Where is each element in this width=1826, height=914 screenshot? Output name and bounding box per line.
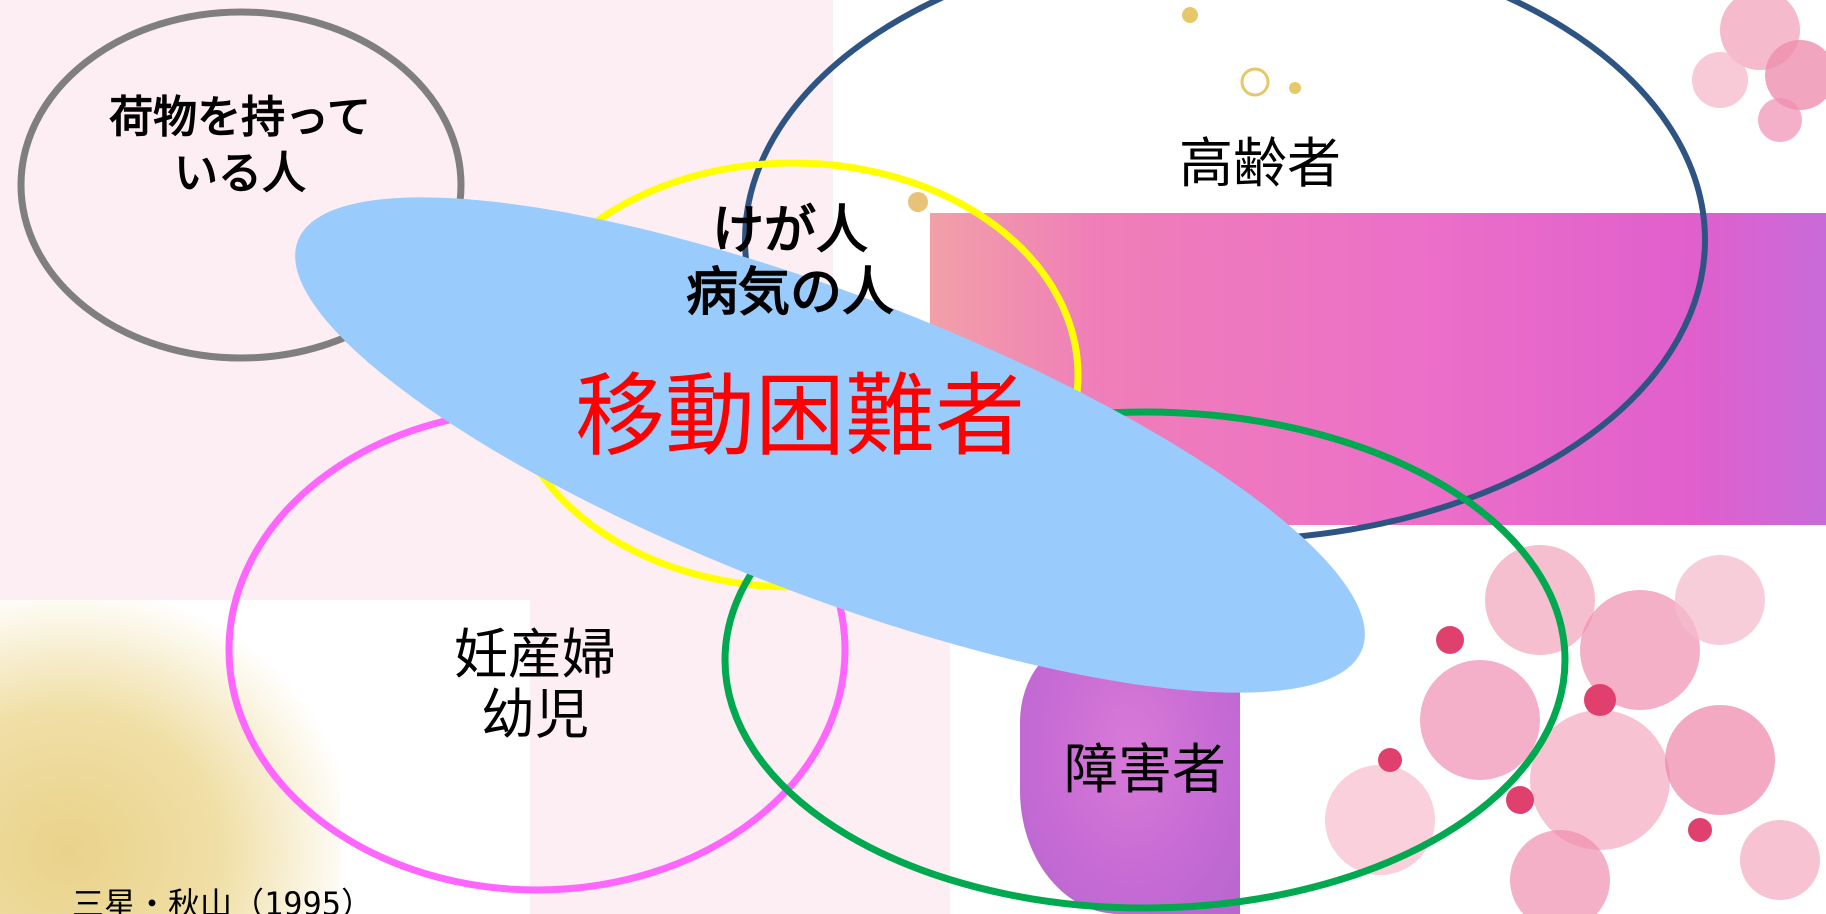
flower-decoration-bottom-right: [1325, 545, 1820, 914]
flower-decoration-top-right: [1692, 0, 1826, 142]
luggage-label: 荷物を持って いる人: [109, 92, 371, 199]
center-ellipse: [295, 197, 1365, 693]
center-label: 移動困難者: [575, 364, 1025, 469]
citation-text: 三星・秋山（1995）: [72, 885, 374, 914]
gold-splatter-decoration: [908, 7, 1301, 212]
background-pink-lower-panel: [530, 600, 950, 914]
background-gold-glitter: [0, 600, 340, 914]
background-white-panel: [833, 0, 1826, 213]
injured-label: けが人 病気の人: [685, 201, 894, 323]
luggage-circle: [17, 8, 465, 362]
pregnant-label: 妊産婦 幼児: [454, 623, 616, 746]
disabled-circle: [721, 408, 1569, 912]
disabled-label: 障害者: [1064, 738, 1226, 801]
elderly-label: 高齢者: [1179, 132, 1341, 195]
